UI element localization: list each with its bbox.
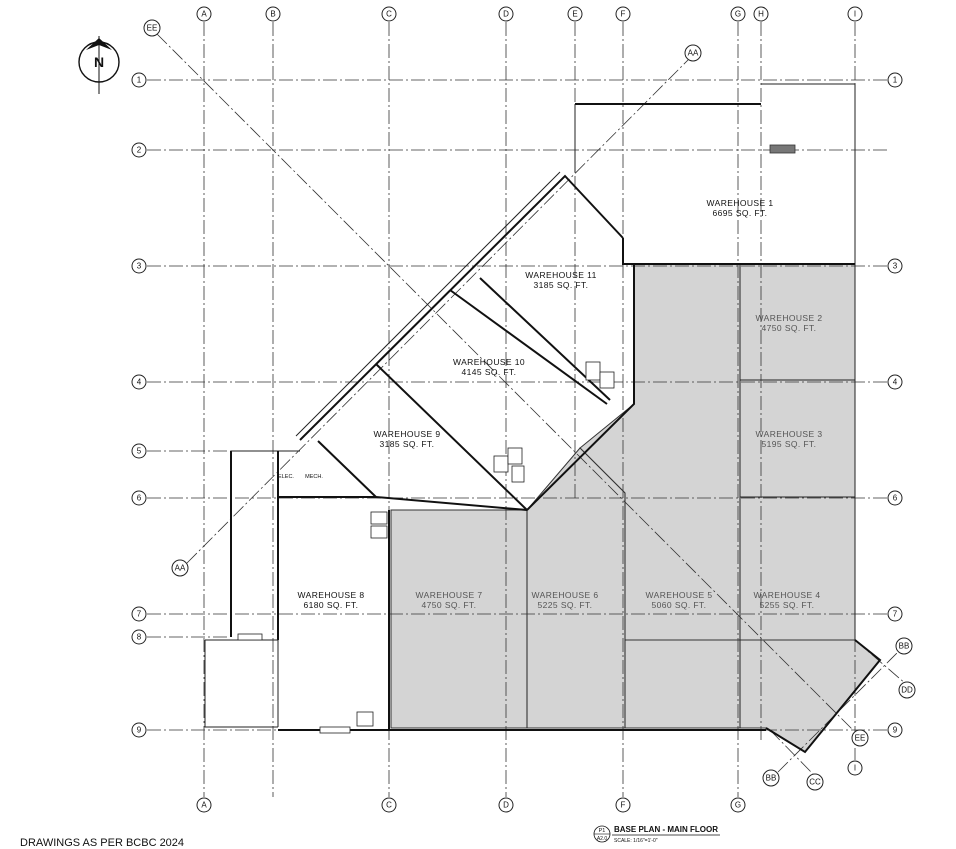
warehouse-8-name: WAREHOUSE 8 <box>298 590 365 600</box>
warehouse-11-name: WAREHOUSE 11 <box>525 270 596 280</box>
grid-col-f-bottom: F <box>621 801 626 810</box>
warehouse-1-area: 6695 SQ. FT. <box>713 208 768 218</box>
warehouse-7-name: WAREHOUSE 7 <box>416 590 483 600</box>
washroom-fixtures <box>237 144 796 734</box>
warehouse-1-name: WAREHOUSE 1 <box>707 198 774 208</box>
grid-row-8-left: 8 <box>137 633 142 642</box>
warehouse-10-area: 4145 SQ. FT. <box>462 367 517 377</box>
grid-diag-bb-right: BB <box>899 642 910 651</box>
grid-row-3-left: 3 <box>137 262 142 271</box>
footer: DRAWINGS AS PER BCBC 2024 P1 A2.0 BASE P… <box>20 825 720 849</box>
grid-col-i-top: I <box>854 10 856 19</box>
grid-diag-bb-bottom: BB <box>766 774 777 783</box>
grid-row-2-left: 2 <box>137 146 142 155</box>
grid-row-6-left: 6 <box>137 494 142 503</box>
grid-row-4-right: 4 <box>893 378 898 387</box>
drawing-title: BASE PLAN - MAIN FLOOR <box>614 825 718 834</box>
grid-col-a-bottom: A <box>201 801 207 810</box>
grid-row-7-left: 7 <box>137 610 142 619</box>
grid-col-i-bottom: I <box>854 764 856 773</box>
warehouse-2-name: WAREHOUSE 2 <box>756 313 823 323</box>
grid-row-7-right: 7 <box>893 610 898 619</box>
warehouse-2-area: 4750 SQ. FT. <box>762 323 817 333</box>
room-labels: WAREHOUSE 1 6695 SQ. FT. WAREHOUSE 2 475… <box>278 198 822 610</box>
grid-col-d-top: D <box>503 10 509 19</box>
bcbc-note: DRAWINGS AS PER BCBC 2024 <box>20 837 184 849</box>
grid-row-1-left: 1 <box>137 76 142 85</box>
grid-col-g-bottom: G <box>735 801 741 810</box>
warehouse-6-name: WAREHOUSE 6 <box>532 590 599 600</box>
grid-diag-dd: DD <box>901 686 913 695</box>
grid-row-9-left: 9 <box>137 726 142 735</box>
warehouse-3-area: 5195 SQ. FT. <box>762 439 817 449</box>
grid-col-a-top: A <box>201 10 207 19</box>
warehouse-9-area: 3185 SQ. FT. <box>380 439 435 449</box>
warehouse-7-area: 4750 SQ. FT. <box>422 600 477 610</box>
grid-row-1-right: 1 <box>893 76 898 85</box>
grid-row-6-right: 6 <box>893 494 898 503</box>
warehouse-8-area: 6180 SQ. FT. <box>304 600 359 610</box>
grid-col-g-top: G <box>735 10 741 19</box>
grid-col-d-bottom: D <box>503 801 509 810</box>
grid-diag-aa-top: AA <box>688 49 699 58</box>
warehouse-10-name: WAREHOUSE 10 <box>453 357 525 367</box>
grid-diag-cc: CC <box>809 778 821 787</box>
grid-col-h-top: H <box>758 10 764 19</box>
grid-row-5-left: 5 <box>137 447 142 456</box>
north-arrow-icon: N <box>78 36 120 94</box>
grid-bubbles: A B C D E F G H I A C D F G I 1 2 3 4 5 … <box>131 6 916 813</box>
grid-row-9-right: 9 <box>893 726 898 735</box>
grid-diag-ee-top: EE <box>147 24 158 33</box>
grid-row-3-right: 3 <box>893 262 898 271</box>
grid-diag-aa-bottom: AA <box>175 564 186 573</box>
grid-col-f-top: F <box>621 10 626 19</box>
warehouse-3-name: WAREHOUSE 3 <box>756 429 823 439</box>
warehouse-5-area: 5060 SQ. FT. <box>652 600 707 610</box>
grid-col-e-top: E <box>572 10 577 19</box>
warehouse-4-area: 5255 SQ. FT. <box>760 600 815 610</box>
grid-col-c-bottom: C <box>386 801 392 810</box>
drawing-number: P1 <box>599 828 606 834</box>
warehouse-4-name: WAREHOUSE 4 <box>754 590 821 600</box>
elec-room-label: ELEC. <box>278 474 294 480</box>
unit-demising-walls <box>526 264 855 728</box>
warehouse-6-area: 5225 SQ. FT. <box>538 600 593 610</box>
drawing-scale: SCALE: 1/16"=1'-0" <box>614 838 658 844</box>
building-walls <box>204 83 882 754</box>
sheet-number: A2.0 <box>597 836 608 842</box>
grid-col-b-top: B <box>270 10 275 19</box>
warehouse-9-name: WAREHOUSE 9 <box>374 429 441 439</box>
grid-diag-ee-bottom: EE <box>855 734 866 743</box>
north-label: N <box>94 54 104 70</box>
warehouse-11-area: 3185 SQ. FT. <box>534 280 589 290</box>
mech-room-label: MECH. <box>305 474 323 480</box>
grid-col-c-top: C <box>386 10 392 19</box>
warehouse-5-name: WAREHOUSE 5 <box>646 590 713 600</box>
shaded-units <box>390 263 881 753</box>
grid-row-4-left: 4 <box>137 378 142 387</box>
